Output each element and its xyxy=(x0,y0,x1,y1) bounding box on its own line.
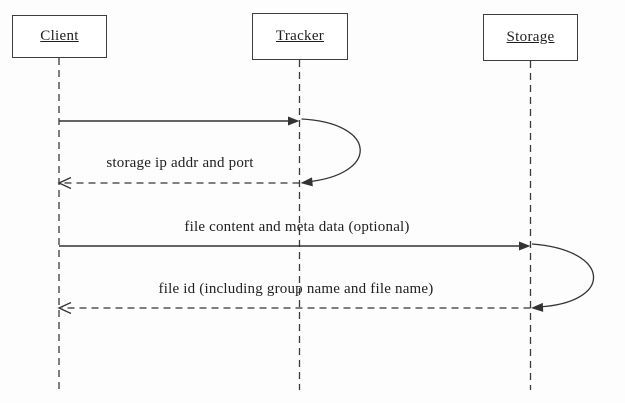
arrowhead-tracker-to-client xyxy=(57,176,72,190)
arrowhead-storage-to-client xyxy=(57,301,72,315)
arrowhead-arc-tracker xyxy=(300,177,313,187)
message-label-storage-ip-addr-and-port: storage ip addr and port xyxy=(106,155,254,171)
actor-box-storage: Storage xyxy=(483,14,578,61)
arrowhead-arc-storage xyxy=(531,302,544,312)
processing-arc-storage xyxy=(531,243,595,308)
actor-box-tracker: Tracker xyxy=(252,13,348,60)
arrowhead-client-to-storage xyxy=(519,241,531,251)
actor-label-tracker: Tracker xyxy=(275,28,325,44)
actor-label-storage: Storage xyxy=(506,29,555,45)
message-label-file-content-and-meta-data: file content and meta data (optional) xyxy=(184,219,410,235)
actor-label-client: Client xyxy=(40,28,79,44)
processing-arc-tracker xyxy=(301,118,361,183)
actor-box-client: Client xyxy=(12,15,107,58)
arrowhead-client-to-tracker xyxy=(288,116,300,126)
message-label-file-id: file id (including group name and file n… xyxy=(158,281,434,297)
